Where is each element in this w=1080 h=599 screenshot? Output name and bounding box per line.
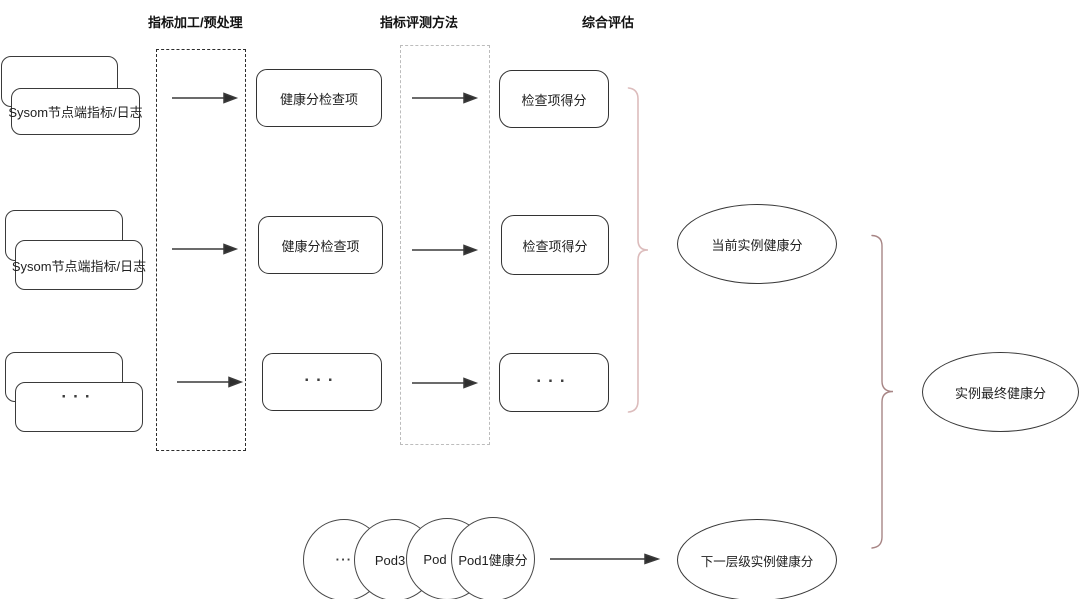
curly-brace-icon [627,87,649,413]
pod-circle-label: Pod1健康分 [458,552,528,568]
source-card-1: Sysom节点端指标/日志 [8,88,143,135]
ellipse-label: 实例最终健康分 [954,385,1046,401]
check-item-label: ... [304,366,340,385]
ellipse-label: 当前实例健康分 [711,237,803,253]
score-label: ... [536,366,572,386]
arrow-right-icon [550,553,661,565]
score-box-3: ... [499,353,609,412]
check-item-label: 健康分检查项 [279,91,358,107]
check-item-box-3: ... [262,353,382,411]
score-label: 检查项得分 [521,92,587,108]
column-header-evaluation: 指标评测方法 [380,15,459,30]
processing-region [156,49,246,451]
column-header-overall: 综合评估 [582,15,635,30]
score-label: 检查项得分 [522,238,588,254]
ellipse-next-level: 下一层级实例健康分 [677,519,837,599]
check-item-label: 健康分检查项 [281,238,360,254]
check-item-box-1: 健康分检查项 [256,69,382,127]
evaluation-region [400,45,490,445]
ellipse-current-instance: 当前实例健康分 [677,204,837,284]
source-card-label: ... [61,382,97,402]
column-header-processing: 指标加工/预处理 [148,15,243,30]
source-card-label: Sysom节点端指标/日志 [11,258,147,274]
pod-circle-pod1: Pod1健康分 [451,517,535,599]
pod-circle-label: Pod [423,551,447,567]
source-card-3: ... [15,382,143,432]
score-box-2: 检查项得分 [501,215,609,275]
score-box-1: 检查项得分 [499,70,609,128]
source-card-2: Sysom节点端指标/日志 [11,240,147,290]
source-card-label: Sysom节点端指标/日志 [8,105,143,120]
ellipse-label: 下一层级实例健康分 [700,554,814,569]
ellipse-final-instance: 实例最终健康分 [922,352,1079,432]
curly-brace-icon [871,234,894,549]
pod-circle-label: Pod3 [374,552,406,568]
pod-circle-label: ... [335,548,353,563]
check-item-box-2: 健康分检查项 [258,216,383,274]
